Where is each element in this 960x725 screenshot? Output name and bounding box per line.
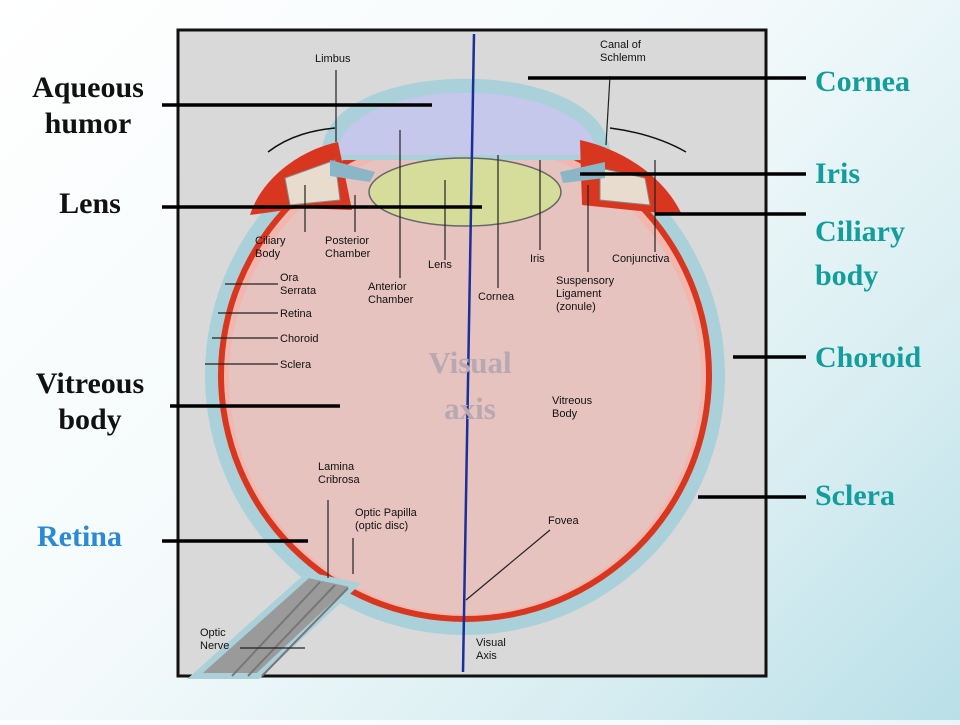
lens-shape: [368, 157, 562, 227]
inner-label-retina: Retina: [280, 308, 313, 320]
inner-label-sclera: Sclera: [280, 359, 312, 371]
inner-label-conjunctiva: Conjunctiva: [612, 253, 670, 265]
inner-label-cornea: Cornea: [478, 291, 515, 303]
outer-leader-lines: [162, 76, 806, 543]
optic-nerve-shape: [187, 571, 362, 679]
label-iris: Iris: [815, 157, 860, 190]
label-aqueous-humor: Aqueous humor: [32, 71, 144, 140]
label-ciliary-body: Ciliary body: [815, 215, 905, 292]
inner-label-iris: Iris: [530, 253, 545, 265]
ciliary-processes-left: [284, 159, 341, 206]
label-retina: Retina: [37, 520, 122, 553]
inner-label-lens: Lens: [428, 259, 452, 271]
inner-label-fovea: Fovea: [548, 515, 579, 527]
label-sclera: Sclera: [815, 479, 895, 512]
iris-left: [330, 160, 375, 182]
inner-label-choroid: Choroid: [280, 333, 319, 345]
label-visual-axis: Visual axis: [428, 345, 512, 426]
inner-label-limbus: Limbus: [315, 53, 351, 65]
aqueous-chamber: [335, 92, 598, 155]
conjunctiva-upper-right: [609, 127, 687, 153]
inner-label-optic-papilla: Optic Papilla(optic disc): [355, 507, 418, 532]
label-vitreous-body: Vitreous body: [35, 367, 145, 436]
label-choroid: Choroid: [815, 341, 922, 374]
label-lens: Lens: [59, 187, 121, 220]
label-cornea: Cornea: [815, 65, 910, 98]
visual-axis-line: [461, 33, 476, 673]
conjunctiva-upper-left: [267, 127, 336, 153]
vitreous-chamber: [229, 142, 701, 614]
optic-nerve-fibers: [231, 581, 349, 677]
